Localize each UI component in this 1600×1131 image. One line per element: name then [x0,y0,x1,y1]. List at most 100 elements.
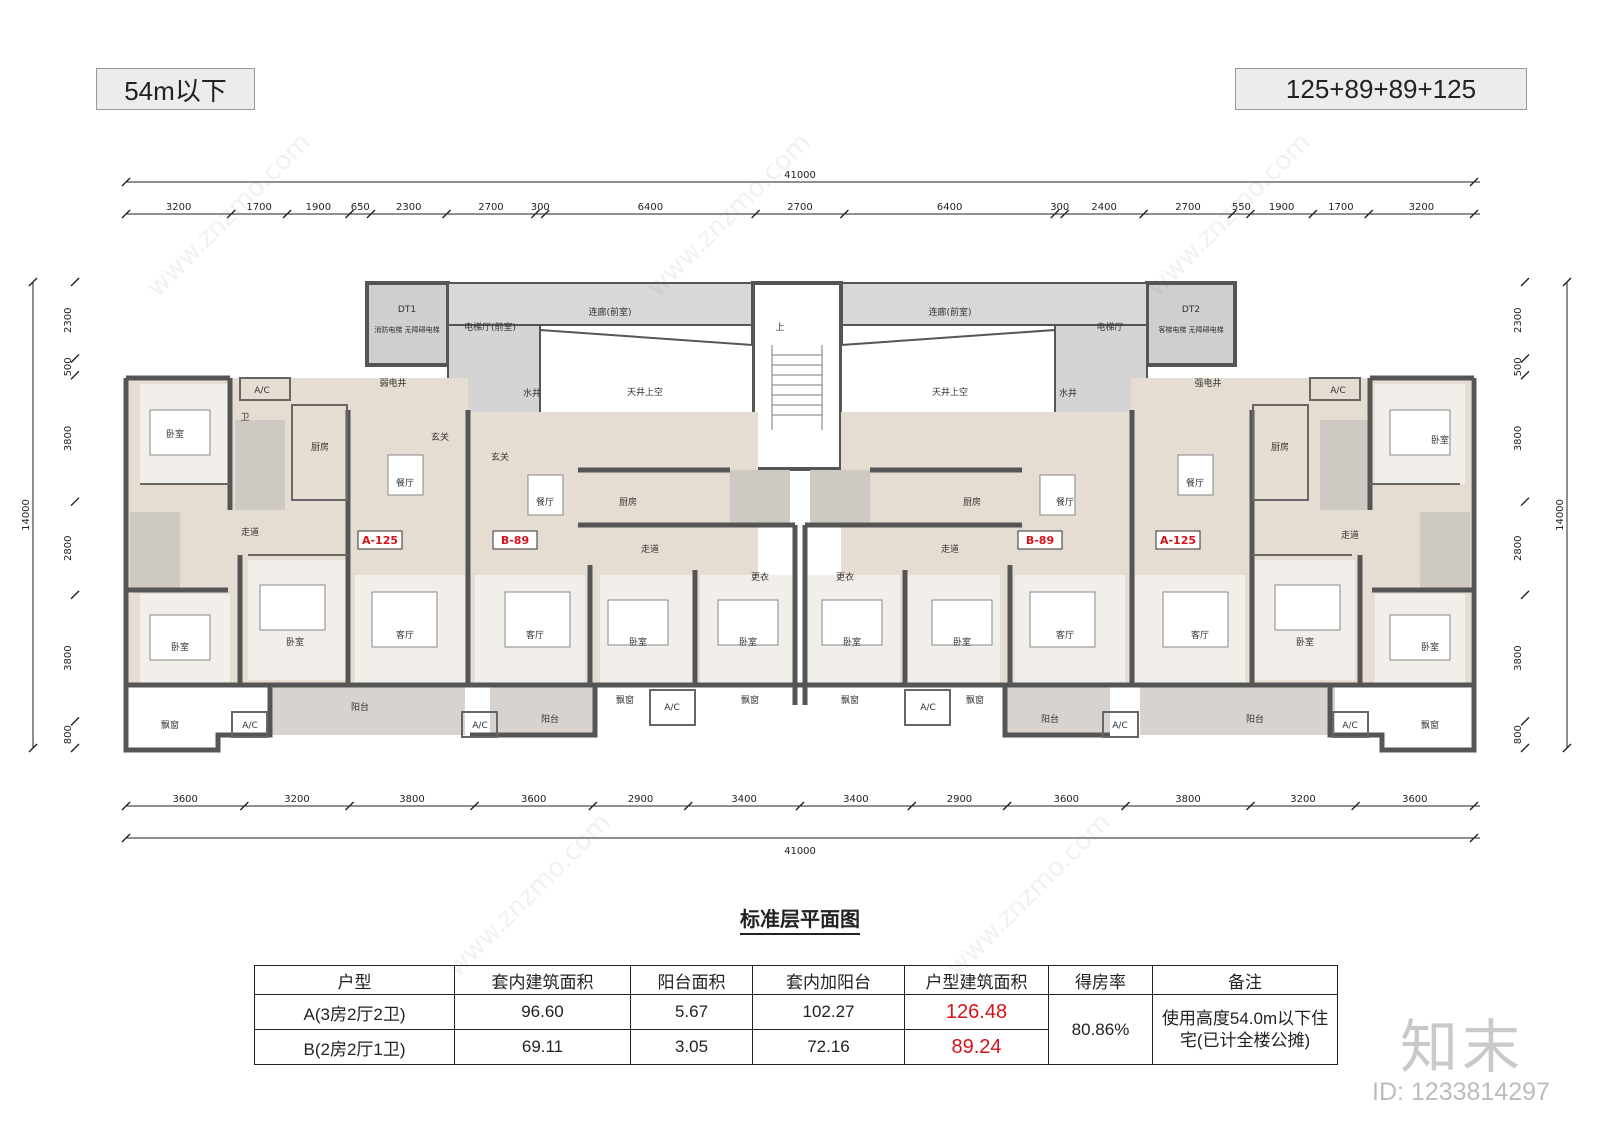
dimension-label: 300 [531,202,550,213]
room-label-living: 客厅 [396,629,414,641]
dimension-tick [1520,277,1530,287]
dimension-tick [1520,497,1530,507]
col-header: 户型建筑面积 [904,965,1049,995]
dimension-tick [1060,209,1070,219]
dimension-tick [1050,209,1060,219]
dimension-label: 2700 [787,202,812,213]
room-label-bedroom: 卧室 [286,636,304,648]
dimension-tick [70,497,80,507]
room-label-dining: 餐厅 [1186,477,1204,489]
dimension-tick [1351,801,1361,811]
room-label-bath: 卫 [240,413,249,423]
area-table: 户型 套内建筑面积 阳台面积 套内加阳台 户型建筑面积 得房率 备注 A(3房2… [254,965,1338,1065]
dimension-label: 1700 [1328,202,1353,213]
dimension-tick [345,209,355,219]
dimension-tick [121,209,131,219]
col-header: 套内加阳台 [752,965,905,995]
atrium-label: 天井上空 [932,386,968,398]
dimension-label: 14000 [1555,499,1566,531]
col-header: 套内建筑面积 [454,965,631,995]
ac-label: A/C [920,703,935,713]
dimension-tick [70,590,80,600]
weak-elec-label: 弱电井 [379,377,406,389]
dimension-label: 800 [1513,725,1524,744]
room-label-balcony: 阳台 [1041,713,1059,725]
dimension-tick [795,801,805,811]
dimension-label: 3600 [521,794,546,805]
dimension-label: 3200 [166,202,191,213]
dimension-label: 2300 [1513,308,1524,333]
dimension-tick [1139,209,1149,219]
dimension-label: 3800 [1513,645,1524,670]
elevator-dt1-label: DT1 [398,305,416,315]
link-label: 连廊(前室) [928,306,971,318]
dimension-tick [1364,209,1374,219]
unit-tag-label: B-89 [501,534,529,547]
room-label-dining: 餐厅 [536,496,554,508]
water-well-label: 水井 [523,387,541,399]
dimension-tick [121,177,131,187]
col-header: 户型 [254,965,455,995]
room-label-corridor: 走道 [241,526,259,538]
unit-tag-box [1155,530,1201,550]
dimension-tick [470,801,480,811]
ac-label: A/C [1112,721,1127,731]
dimension-label: 2700 [478,202,503,213]
room-label-balcony: 阳台 [351,701,369,713]
room-label-living: 客厅 [1056,629,1074,641]
room-label-bay: 飘窗 [741,694,759,706]
dimension-tick [1227,209,1237,219]
room-label-bedroom: 卧室 [629,636,647,648]
link-label: 连廊(前室) [588,306,631,318]
dimension-tick [28,277,38,287]
room-label-corridor: 走道 [1341,529,1359,541]
col-header: 阳台面积 [630,965,753,995]
dimension-tick [121,833,131,843]
dimension-label: 650 [351,202,370,213]
room-label-bedroom: 卧室 [1431,434,1449,446]
dimension-tick [1520,743,1530,753]
dimension-tick [70,277,80,287]
room-label-bedroom: 卧室 [166,428,184,440]
gross-area-cell: 126.48 [904,994,1049,1030]
dimension-tick [1520,354,1530,364]
dimension-tick [683,801,693,811]
dimension-label: 6400 [638,202,663,213]
room-label-kitchen: 厨房 [619,496,637,508]
dimension-tick [839,209,849,219]
dimension-label: 3600 [1402,794,1427,805]
room-label-dining: 餐厅 [396,477,414,489]
inner-plus-balcony-cell: 72.16 [752,1029,905,1065]
dimension-label: 3200 [1409,202,1434,213]
room-label-bay: 飘窗 [966,694,984,706]
table-row: A(3房2厅2卫) 96.60 5.67 102.27 126.48 80.86… [254,994,1338,1065]
col-header: 备注 [1152,965,1338,995]
room-label-balcony: 阳台 [541,713,559,725]
dimension-label: 2300 [63,308,74,333]
dimension-label: 2400 [1091,202,1116,213]
dimension-tick [1520,716,1530,726]
unit-tag-label: A-125 [1160,534,1196,547]
elevator-dt1-desc: 消防电梯 无障碍电梯 [374,325,439,334]
elevator-dt2-desc: 客梯电梯 无障碍电梯 [1158,325,1223,334]
dimension-tick [530,209,540,219]
table-header-row: 户型 套内建筑面积 阳台面积 套内加阳台 户型建筑面积 得房率 备注 [254,965,1338,995]
dimension-tick [1120,801,1130,811]
dimension-tick [1562,743,1572,753]
dimension-tick [1002,801,1012,811]
dimension-tick [70,743,80,753]
unit-tag-label: A-125 [362,534,398,547]
dimension-tick [1469,209,1479,219]
inner-area-cell: 69.11 [454,1029,631,1065]
room-label-bedroom: 卧室 [171,641,189,653]
dimension-tick [70,716,80,726]
ac-label: A/C [1330,386,1345,396]
dimension-tick [1469,177,1479,187]
plan-caption: 标准层平面图 [0,903,1600,935]
dimension-tick [1562,277,1572,287]
stair-up-label: 上 [775,322,784,333]
balcony-area-cell: 5.67 [630,994,753,1030]
dimension-label: 3600 [172,794,197,805]
room-label-kitchen: 厨房 [311,441,329,453]
